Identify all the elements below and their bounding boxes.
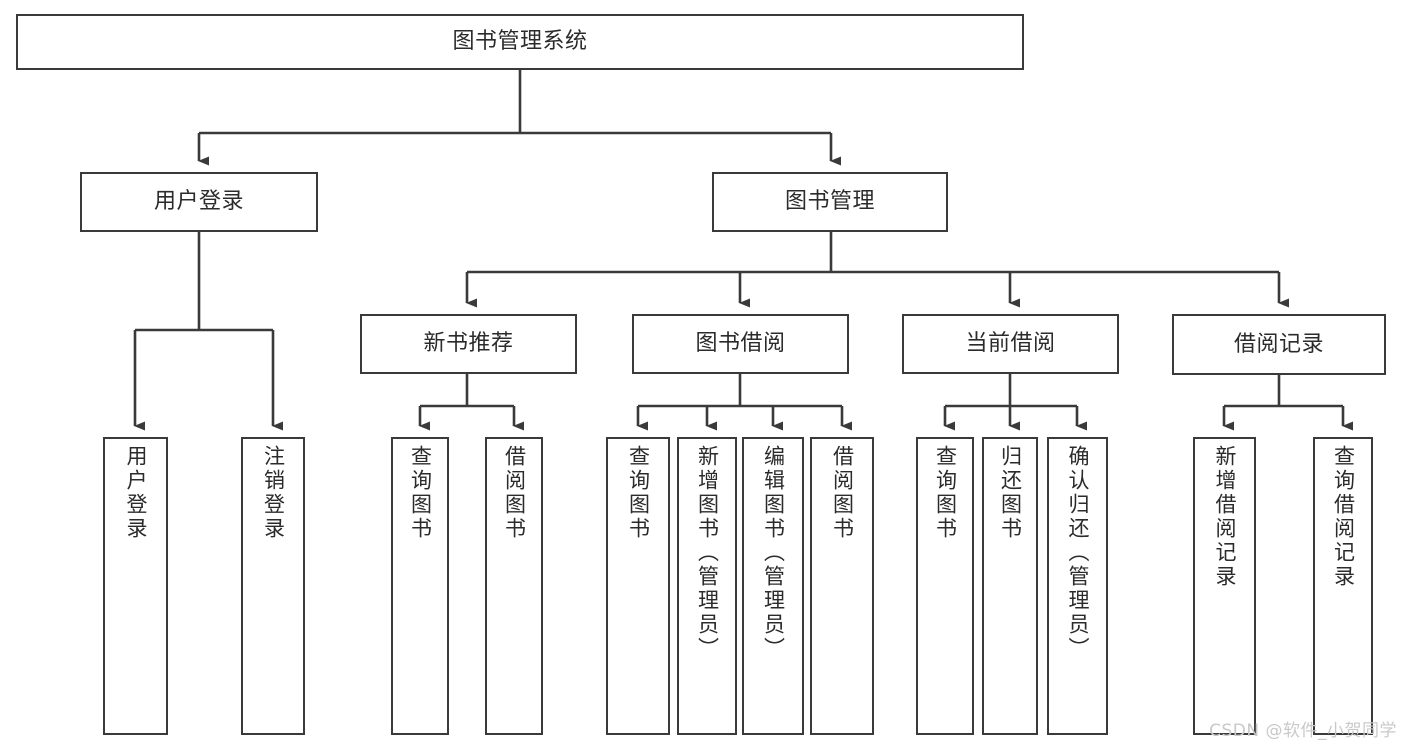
- leaf-logout[interactable]: 注销登录: [241, 437, 305, 735]
- leaf-borrow-query-book[interactable]: 查询图书: [606, 437, 670, 735]
- leaf-new-book-borrow-book[interactable]: 借阅图书: [485, 437, 543, 735]
- node-borrow-record[interactable]: 借阅记录: [1172, 314, 1386, 375]
- node-book-management[interactable]: 图书管理: [712, 172, 948, 232]
- node-book-borrow[interactable]: 图书借阅: [632, 314, 849, 374]
- node-label: 用户登录: [153, 189, 244, 215]
- node-user-login[interactable]: 用户登录: [80, 172, 318, 232]
- leaf-current-query-book[interactable]: 查询图书: [916, 437, 974, 735]
- node-label: 借阅图书: [830, 445, 855, 541]
- leaf-new-book-query-book[interactable]: 查询图书: [391, 437, 449, 735]
- node-label: 图书借阅: [695, 331, 786, 357]
- node-label: 查询图书: [626, 445, 651, 541]
- node-label: 图书管理: [784, 189, 875, 215]
- leaf-borrow-add-book-admin[interactable]: 新增图书（管理员）: [677, 437, 737, 735]
- node-label: 当前借阅: [965, 331, 1056, 357]
- node-new-book-recommend[interactable]: 新书推荐: [360, 314, 577, 374]
- leaf-current-return-book[interactable]: 归还图书: [982, 437, 1038, 735]
- node-label: 新书推荐: [423, 331, 514, 357]
- node-label: 借阅图书: [502, 445, 527, 541]
- node-label: 借阅记录: [1233, 331, 1324, 357]
- leaf-record-query-borrow-record[interactable]: 查询借阅记录: [1313, 437, 1373, 735]
- node-root-book-management-system[interactable]: 图书管理系统: [16, 14, 1024, 70]
- node-label: 编辑图书（管理员）: [761, 445, 786, 661]
- node-label: 确认归还（管理员）: [1066, 445, 1090, 661]
- leaf-borrow-edit-book-admin[interactable]: 编辑图书（管理员）: [742, 437, 804, 735]
- node-label: 注销登录: [261, 445, 286, 541]
- node-label: 图书管理系统: [452, 29, 588, 55]
- node-label: 用户登录: [124, 445, 148, 541]
- node-label: 查询图书: [408, 445, 433, 541]
- node-label: 查询借阅记录: [1331, 445, 1356, 589]
- leaf-borrow-borrow-book[interactable]: 借阅图书: [810, 437, 874, 735]
- node-current-borrow[interactable]: 当前借阅: [902, 314, 1119, 374]
- node-label: 归还图书: [998, 445, 1023, 541]
- node-label: 查询图书: [933, 445, 958, 541]
- node-label: 新增借阅记录: [1213, 445, 1237, 589]
- node-label: 新增图书（管理员）: [695, 445, 720, 661]
- leaf-current-confirm-return-admin[interactable]: 确认归还（管理员）: [1047, 437, 1108, 735]
- leaf-record-add-borrow-record[interactable]: 新增借阅记录: [1193, 437, 1256, 735]
- leaf-user-login[interactable]: 用户登录: [103, 437, 168, 735]
